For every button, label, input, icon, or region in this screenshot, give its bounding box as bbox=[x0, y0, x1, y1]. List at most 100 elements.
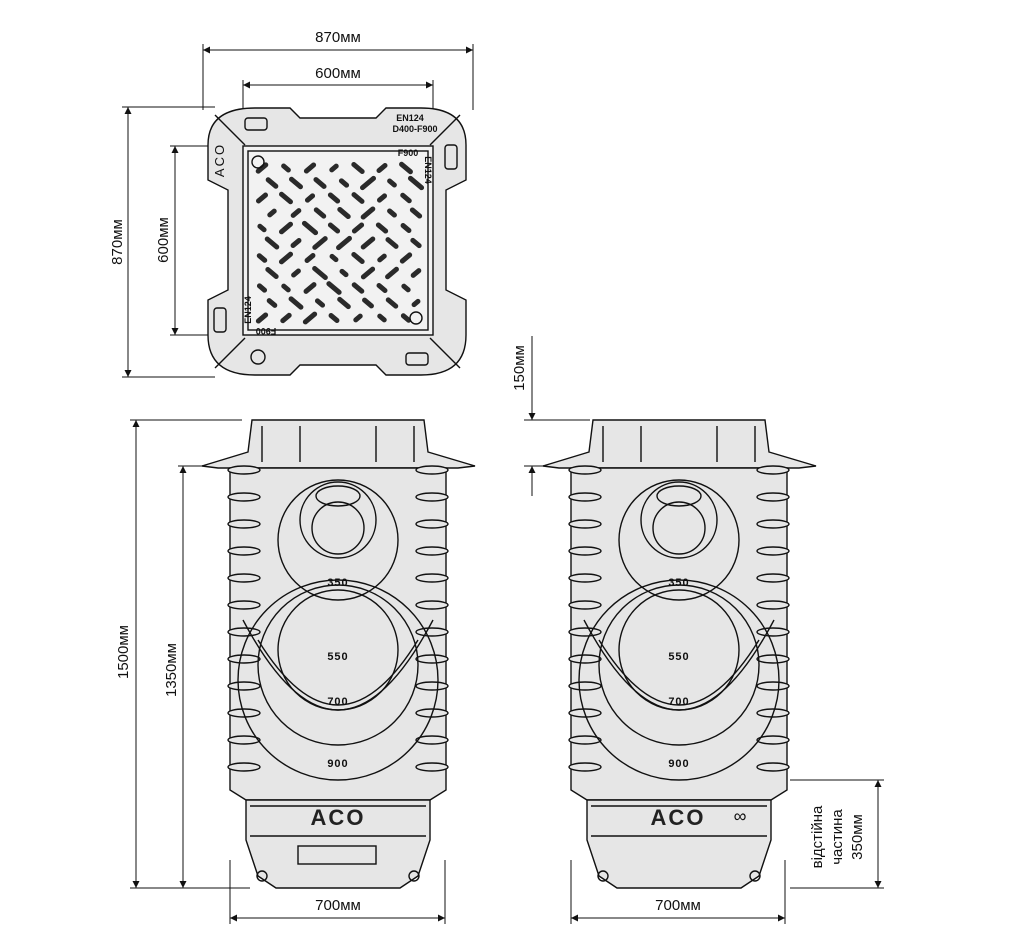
rib bbox=[756, 681, 790, 691]
rib bbox=[415, 546, 449, 556]
grate-slot bbox=[278, 221, 294, 235]
rib bbox=[568, 519, 602, 529]
rib bbox=[756, 492, 790, 502]
rib bbox=[227, 762, 261, 772]
grate-slot bbox=[411, 298, 421, 308]
dim-body-height: 1350мм bbox=[163, 643, 180, 697]
grate-slot bbox=[267, 208, 277, 218]
cover-marking-line2: D400-F900 bbox=[392, 124, 437, 134]
side-pipe-350: 350 bbox=[668, 577, 689, 589]
rib bbox=[568, 600, 602, 610]
side-pipe-700: 700 bbox=[668, 696, 689, 708]
grate-slot bbox=[409, 207, 423, 219]
grate-slot bbox=[399, 161, 413, 175]
grate-slot bbox=[313, 177, 327, 189]
pipe-opening bbox=[299, 481, 377, 559]
pipe-opening bbox=[257, 584, 419, 746]
grate-slot bbox=[281, 283, 291, 293]
pipe-opening bbox=[652, 501, 706, 555]
frame-flange bbox=[201, 419, 476, 469]
rib bbox=[756, 519, 790, 529]
grate-slot bbox=[336, 235, 352, 251]
cover-class-top: F900 bbox=[398, 148, 419, 158]
grate-slot bbox=[312, 266, 328, 280]
dim-base-width: 700мм bbox=[315, 897, 361, 914]
rib bbox=[756, 573, 790, 583]
grate-slot bbox=[400, 192, 412, 204]
grate-slot bbox=[410, 237, 422, 249]
grate-slot bbox=[400, 223, 412, 233]
grate-slot bbox=[351, 252, 365, 264]
grate-slot bbox=[351, 222, 365, 234]
grate-slot bbox=[302, 311, 318, 325]
dim-outer-width: 870мм bbox=[315, 29, 361, 46]
rib bbox=[568, 627, 602, 637]
pipe-opening bbox=[640, 481, 718, 559]
rib bbox=[415, 735, 449, 745]
grate-slot bbox=[337, 206, 351, 220]
grate-slot bbox=[359, 175, 377, 191]
rib bbox=[415, 519, 449, 529]
top-logo: ACO bbox=[212, 143, 227, 177]
shaft-body bbox=[229, 467, 447, 801]
dim-total-height: 1500мм bbox=[115, 625, 132, 679]
rib bbox=[568, 735, 602, 745]
grate-slot bbox=[385, 297, 399, 309]
grate-slot bbox=[338, 178, 350, 188]
grate-slot bbox=[376, 162, 388, 174]
grate-slot bbox=[360, 206, 376, 220]
grate-slot bbox=[301, 220, 319, 236]
grate-slot bbox=[410, 268, 422, 278]
side-view: 150мм 700мм відстійна частина 350мм ACO … bbox=[511, 336, 884, 924]
grate-slot bbox=[377, 313, 387, 323]
grate-slot bbox=[265, 267, 279, 279]
sediment-label-line2: частина bbox=[829, 809, 846, 865]
grate-slot bbox=[255, 192, 269, 204]
rib bbox=[568, 492, 602, 502]
front-label-plate bbox=[297, 845, 377, 865]
grate-slot bbox=[326, 281, 342, 295]
grate-slot bbox=[376, 282, 388, 294]
grate-slot bbox=[337, 296, 351, 310]
rib bbox=[756, 762, 790, 772]
grate-slot bbox=[353, 313, 363, 323]
rib bbox=[227, 627, 261, 637]
rib bbox=[227, 681, 261, 691]
frame-flange bbox=[542, 419, 817, 469]
side-pipe-550: 550 bbox=[668, 651, 689, 663]
grate-slot bbox=[314, 298, 326, 308]
rib bbox=[756, 735, 790, 745]
rib bbox=[568, 681, 602, 691]
dim-side-base-width: 700мм bbox=[655, 897, 701, 914]
rib bbox=[415, 627, 449, 637]
grate-slot bbox=[257, 223, 267, 233]
grate-slot bbox=[290, 238, 302, 248]
grate-slot bbox=[328, 313, 340, 323]
grate-slot bbox=[303, 282, 317, 294]
grate-slot bbox=[351, 161, 365, 175]
grate-slot bbox=[288, 296, 304, 310]
grate-slot bbox=[312, 236, 328, 250]
rib bbox=[415, 762, 449, 772]
frame-ribs bbox=[213, 114, 461, 369]
sump-base bbox=[245, 799, 431, 889]
grate-slot bbox=[278, 251, 294, 265]
grate-slot bbox=[407, 175, 425, 191]
grate-slot bbox=[351, 282, 365, 294]
grate-slot bbox=[289, 176, 303, 190]
cover-side-marking: EN124 bbox=[423, 156, 433, 184]
grate-slot bbox=[362, 297, 374, 309]
cover-class-bottom: F900 bbox=[256, 326, 277, 336]
grate-slot bbox=[401, 283, 411, 293]
grate-slot bbox=[303, 162, 317, 174]
grate-slot bbox=[329, 163, 339, 173]
grate-slot bbox=[339, 268, 349, 278]
shaft-body bbox=[570, 467, 788, 801]
rib bbox=[568, 654, 602, 664]
grate-slots bbox=[255, 161, 425, 325]
rib bbox=[756, 627, 790, 637]
grate-slot bbox=[280, 312, 292, 324]
front-pipe-550: 550 bbox=[327, 651, 348, 663]
side-pipe-900: 900 bbox=[668, 758, 689, 770]
